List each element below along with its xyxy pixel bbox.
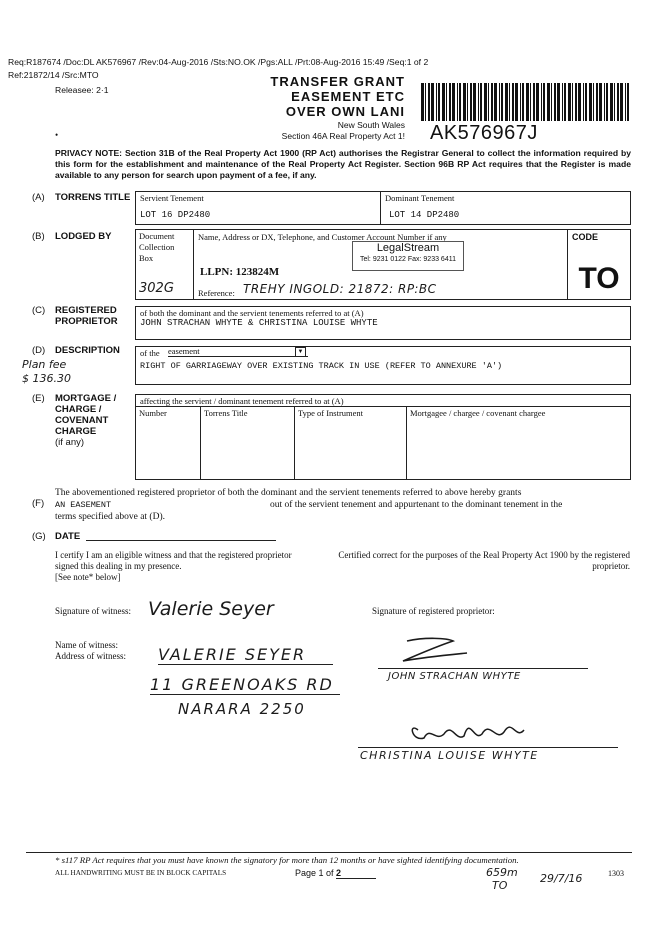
barcode-image — [420, 83, 630, 121]
lodged-by-box — [135, 229, 631, 300]
section-d-label: DESCRIPTION — [55, 345, 120, 356]
collection-box-number[interactable]: 302G — [139, 281, 174, 296]
dealing-number: AK576967J — [430, 122, 538, 144]
form-title: TRANSFER GRANT EASEMENT ETC OVER OWN LAN… — [270, 74, 405, 119]
llpn-number: LLPN: 123824M — [200, 266, 280, 278]
code-head: CODE — [572, 232, 599, 242]
privacy-note: PRIVACY NOTE: Section 31B of the Real Pr… — [55, 148, 631, 180]
dropdown-arrow-icon[interactable]: ▼ — [295, 347, 306, 357]
proprietor-caption: of both the dominant and the servient te… — [140, 308, 364, 318]
mortgage-table — [135, 394, 631, 480]
date-line[interactable] — [86, 540, 276, 541]
col-instrument: Type of Instrument — [298, 408, 364, 418]
col-number: Number — [139, 408, 167, 418]
servient-head: Servient Tenement — [140, 193, 204, 203]
witness-address-line-2[interactable]: NARARA 2250 — [178, 700, 306, 718]
lodger-name-head: Name, Address or DX, Telephone, and Cust… — [198, 232, 447, 242]
reference-label: Reference: — [198, 288, 235, 298]
col-mortgagee: Mortgagee / chargee / covenant chargee — [410, 408, 546, 418]
mark-dot: • — [55, 130, 59, 140]
proprietor-2-signature[interactable] — [400, 712, 540, 748]
block-capitals-note: ALL HANDWRITING MUST BE IN BLOCK CAPITAL… — [55, 869, 227, 877]
easement-type-select[interactable]: easement ▼ — [168, 346, 308, 357]
page-indicator: Page 1 of 2 — [295, 868, 377, 879]
section-e-letter: (E) — [32, 393, 45, 404]
witness-signature[interactable]: Valerie Seyer — [148, 598, 274, 620]
section-b-letter: (B) — [32, 231, 45, 242]
section-b-label: LODGED BY — [55, 231, 112, 242]
section-g-label: DATE — [55, 531, 81, 542]
section-a-letter: (A) — [32, 192, 45, 203]
office-date: 29/7/16 — [540, 872, 583, 885]
form-number: 1303 — [608, 869, 624, 878]
dominant-head: Dominant Tenement — [385, 193, 455, 203]
torrens-title-box — [135, 191, 631, 225]
reference-value[interactable]: TREHY INGOLD: 21872: RP:BC — [243, 282, 437, 296]
proprietor-1-signature[interactable] — [395, 635, 475, 665]
reference-line: Ref:21872/14 /Src:MTO — [8, 70, 99, 80]
section-f-letter: (F) — [32, 498, 45, 509]
witness-address-line-1[interactable]: 11 GREENOAKS RD — [150, 675, 340, 695]
document-collection-box-label: Document Collection Box — [139, 231, 175, 263]
proprietor-1-name[interactable]: JOHN STRACHAN WHYTE — [388, 671, 521, 682]
easement-description[interactable]: RIGHT OF GARRIAGEWAY OVER EXISTING TRACK… — [140, 361, 503, 371]
proprietor-box — [135, 306, 631, 340]
of-the-label: of the — [140, 348, 160, 358]
request-line: Req:R187674 /Doc:DL AK576967 /Rev:04-Aug… — [8, 57, 429, 67]
witness-certification: I certify I am an eligible witness and t… — [55, 550, 292, 582]
witness-name-address-label: Name of witness: Address of witness: — [55, 640, 126, 661]
office-initials: 659m TO — [486, 866, 518, 892]
plan-fee-note: Plan fee $ 136.30 — [22, 358, 71, 385]
witness-name[interactable]: VALERIE SEYER — [158, 645, 333, 665]
witness-signature-label: Signature of witness: — [55, 606, 131, 616]
proprietor-names[interactable]: JOHN STRACHAN WHYTE & CHRISTINA LOUISE W… — [140, 318, 378, 328]
proprietor-signature-label: Signature of registered proprietor: — [372, 606, 495, 616]
jurisdiction: New South Wales Section 46A Real Propert… — [281, 120, 405, 141]
release-label: Releasee: 2·1 — [55, 85, 109, 95]
proprietor-certification: Certified correct for the purposes of th… — [338, 550, 630, 571]
grant-clause: The abovementioned registered proprietor… — [55, 488, 563, 522]
section-c-letter: (C) — [32, 305, 46, 316]
mortgage-caption: affecting the servient / dominant teneme… — [140, 396, 344, 406]
section-e-label: MORTGAGE / CHARGE / COVENANT CHARGE (if … — [55, 393, 117, 448]
section-d-letter: (D) — [32, 345, 46, 356]
s117-note: * s117 RP Act requires that you must hav… — [55, 855, 519, 865]
dominant-value[interactable]: LOT 14 DP2480 — [389, 210, 460, 220]
servient-value[interactable]: LOT 16 DP2480 — [140, 210, 211, 220]
grant-value[interactable]: AN EASEMENT — [55, 500, 112, 510]
proprietor-2-name[interactable]: CHRISTINA LOUISE WHYTE — [360, 749, 539, 762]
section-c-label: REGISTERED PROPRIETOR — [55, 305, 118, 327]
section-a-label: TORRENS TITLE — [55, 192, 131, 203]
code-value: TO — [578, 262, 620, 295]
col-torrens-title: Torrens Title — [204, 408, 248, 418]
section-g-letter: (G) — [32, 531, 46, 542]
description-box — [135, 346, 631, 385]
lodger-stamp: LegalStream Tel: 9231 0122 Fax: 9233 641… — [352, 241, 464, 271]
